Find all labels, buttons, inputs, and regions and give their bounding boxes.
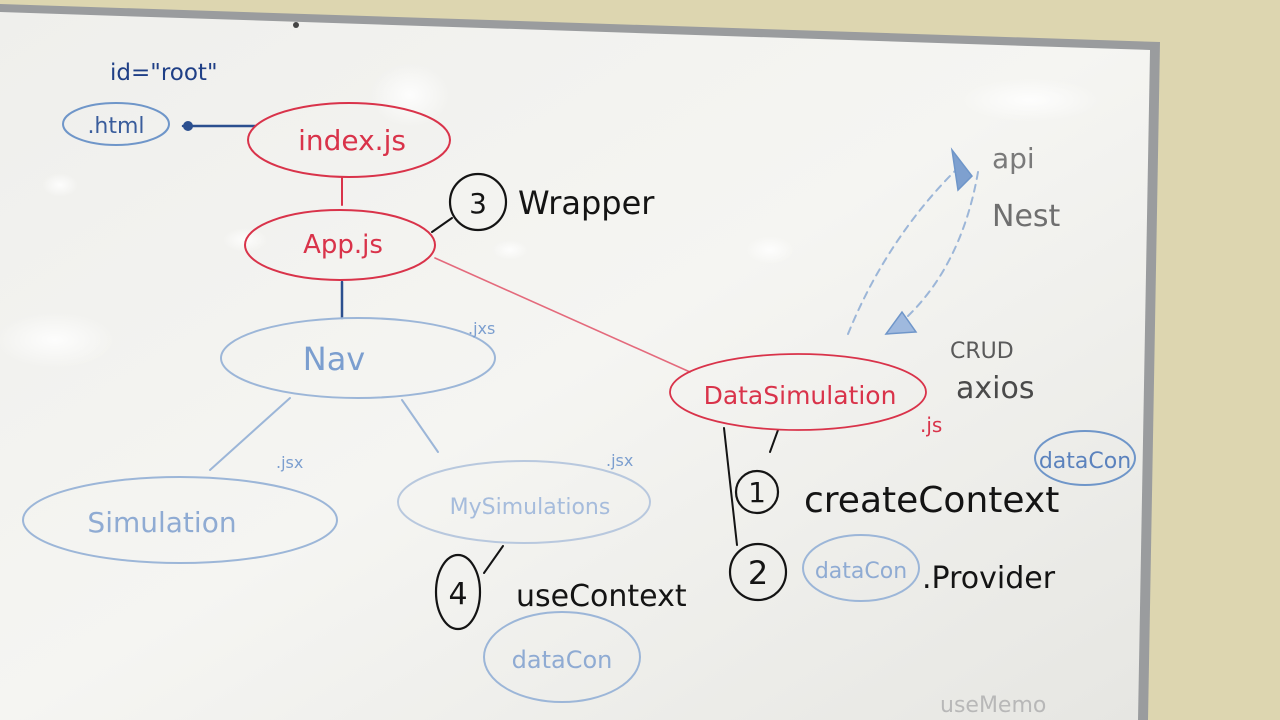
- datasim-arrowhead-icon: [884, 310, 918, 335]
- step4-datacon-outline: [483, 611, 641, 703]
- step2-datacon-label: dataCon: [815, 559, 907, 584]
- diagram-connectors: [181, 121, 979, 574]
- diagram-nodes: [22, 102, 1136, 703]
- step4-number: 4: [448, 577, 467, 612]
- mysimulations-node-label: MySimulations: [450, 495, 611, 520]
- api-datacon-outline: [1034, 430, 1136, 486]
- step2-circle: [728, 542, 788, 602]
- api-arrowhead-icon: [950, 147, 973, 192]
- nav-to-mysimulations-connector: [401, 399, 439, 453]
- step3-circle: [448, 172, 508, 232]
- api-label: api: [992, 142, 1035, 175]
- simulation-extension-label: .jsx: [276, 453, 303, 472]
- step4-text: useContext: [516, 579, 687, 614]
- axios-label: axios: [956, 371, 1034, 406]
- html-node-label: .html: [87, 114, 144, 139]
- datasimulation-to-step1-connector: [769, 429, 779, 453]
- crud-label: CRUD: [950, 339, 1014, 364]
- step3-text: Wrapper: [518, 184, 655, 222]
- light-glare: [0, 63, 1100, 368]
- step4-datacon-label: dataCon: [512, 646, 613, 674]
- datasimulation-node-label: DataSimulation: [704, 381, 897, 410]
- app-to-datasimulation-connector: [434, 257, 691, 373]
- simulation-node-outline: [22, 476, 338, 564]
- api-response-arrow: [907, 171, 979, 317]
- step2-text: .Provider: [922, 561, 1056, 596]
- html-node-outline: [62, 102, 170, 146]
- nav-to-simulation-connector: [209, 397, 291, 471]
- step1-number: 1: [748, 476, 766, 509]
- datasimulation-extension-label: .js: [920, 413, 942, 437]
- step1-circle: [734, 469, 780, 515]
- wrapper-pointer: [431, 217, 453, 233]
- index-node-outline: [247, 102, 451, 178]
- nav-extension-label: .jxs: [468, 319, 495, 338]
- mysimulations-extension-label: .jsx: [606, 451, 633, 470]
- nav-node-label: Nav: [303, 340, 365, 378]
- nav-node-outline: [220, 317, 496, 399]
- whiteboard-surface: [0, 12, 1150, 720]
- mysimulations-to-step4-connector: [483, 545, 504, 574]
- index-node-label: index.js: [298, 124, 406, 157]
- datasimulation-to-step2-connector: [723, 427, 738, 546]
- api-datacon-label: dataCon: [1039, 449, 1131, 474]
- board-screw: [293, 22, 299, 28]
- simulation-node-label: Simulation: [87, 506, 236, 539]
- nest-label: Nest: [992, 199, 1061, 234]
- api-request-arrow: [847, 167, 959, 335]
- app-node-outline: [244, 209, 436, 281]
- diagram-labels: id="root" .html index.js App.js Nav .jxs…: [87, 60, 1131, 718]
- step4-circle: [434, 553, 482, 631]
- root-id-annotation: id="root": [110, 60, 218, 86]
- datasimulation-node-outline: [669, 353, 927, 431]
- app-node-label: App.js: [303, 230, 383, 260]
- usememo-note: useMemo: [940, 693, 1046, 718]
- step3-number: 3: [469, 187, 487, 220]
- step2-datacon-outline: [802, 534, 920, 602]
- connector-dot: [183, 121, 193, 131]
- step1-text: createContext: [804, 480, 1059, 521]
- step2-number: 2: [748, 554, 768, 592]
- mysimulations-node-outline: [397, 460, 651, 544]
